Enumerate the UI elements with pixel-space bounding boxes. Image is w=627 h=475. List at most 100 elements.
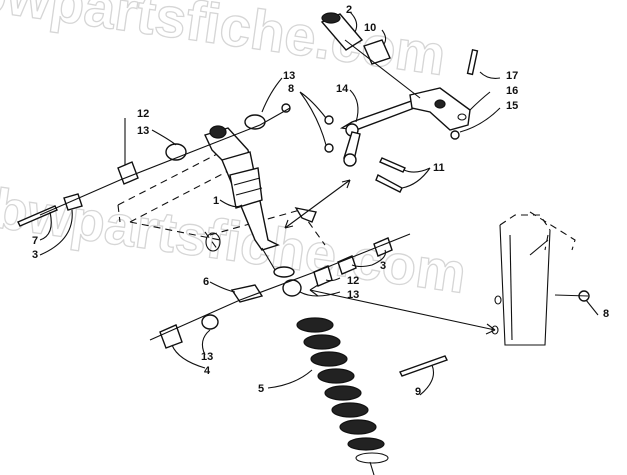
- shock-reservoir: [229, 167, 263, 209]
- leader-13-right: [299, 291, 341, 297]
- spring-seat: [355, 452, 389, 464]
- bolt-17: [466, 49, 479, 76]
- leader-6: [209, 281, 236, 293]
- callout-10: 10: [364, 22, 376, 34]
- bolt-7: [17, 205, 58, 227]
- spring-coil-6: [331, 402, 369, 418]
- callout-13-top: 13: [283, 70, 295, 82]
- frame-tube-opening: [205, 232, 221, 252]
- leader-4: [171, 344, 206, 369]
- handle-assembly: [320, 12, 391, 65]
- leader-15: [459, 107, 501, 133]
- frame-upper-rail: [117, 149, 226, 206]
- callout-7: 7: [32, 235, 38, 247]
- callout-11: 11: [433, 162, 445, 174]
- shock-lower-washer: [273, 266, 295, 278]
- spindle-top: [499, 214, 551, 231]
- centerline-handle: [344, 39, 421, 99]
- spring-coil-1: [296, 317, 334, 333]
- lever-plate: [409, 87, 471, 131]
- spring-coil-2: [303, 334, 341, 350]
- handle-sleeve: [363, 39, 391, 65]
- leader-8-top: [299, 91, 327, 146]
- callout-13-right: 13: [347, 289, 359, 301]
- spring-extension-line: [369, 461, 375, 475]
- callout-3-left: 3: [32, 249, 38, 261]
- arrow-line-spindle: [309, 289, 496, 331]
- leader-11: [401, 167, 431, 189]
- linkage: [339, 97, 427, 167]
- callout-2: 2: [346, 4, 352, 16]
- leader-3-left: [39, 209, 73, 256]
- callout-15: 15: [506, 100, 518, 112]
- sleeve-12-left: [117, 161, 139, 185]
- callout-17: 17: [506, 70, 518, 82]
- lever-hole: [457, 113, 467, 121]
- callouts: 1 2 3 3 4 5 6 7 8 8 9 10 11 12 12 13 13 …: [32, 4, 609, 398]
- leader-5: [267, 369, 313, 389]
- bushing-13-lower: [201, 314, 219, 330]
- centerline-upper-bolt: [39, 107, 291, 216]
- callout-16: 16: [506, 85, 518, 97]
- a-arm-frame: [117, 149, 326, 252]
- callout-12-left: 12: [137, 108, 149, 120]
- callout-5: 5: [258, 383, 264, 395]
- bolt-11-upper: [379, 157, 406, 173]
- frame-tube-end: [204, 231, 219, 251]
- leader-2: [349, 11, 358, 33]
- callout-13-lower: 13: [201, 351, 213, 363]
- leader-14: [349, 89, 359, 123]
- arrow-line-linkage: [284, 179, 351, 229]
- spring-coil-7: [339, 419, 377, 435]
- link-rod-lower-eye: [343, 153, 357, 167]
- spindle-hole-lower: [491, 325, 499, 335]
- arrowhead-right: [485, 323, 496, 335]
- leader-12-right: [325, 277, 341, 282]
- callout-9: 9: [415, 386, 421, 398]
- leader-16: [469, 91, 491, 111]
- centerline-nut-8: [554, 294, 589, 297]
- leader-3-right: [351, 249, 387, 268]
- leader-1: [219, 199, 243, 208]
- handle-end: [321, 12, 341, 24]
- leader-17: [479, 71, 501, 79]
- shock-body-bands: [233, 177, 263, 196]
- callout-8-right: 8: [603, 308, 609, 320]
- leader-13-top: [261, 77, 283, 113]
- bolt-9: [399, 355, 448, 377]
- callout-8-top: 8: [288, 83, 294, 95]
- callout-4: 4: [204, 365, 211, 377]
- frame-cross-brace: [209, 209, 326, 246]
- spring-coil-5: [324, 385, 362, 401]
- leader-7: [39, 211, 52, 241]
- spindle-body-line: [509, 234, 513, 341]
- leader-10: [381, 29, 387, 45]
- spindle-neck: [544, 234, 549, 251]
- callout-6: 6: [203, 276, 209, 288]
- lever-pivot: [434, 99, 446, 109]
- spindle-top-lead: [529, 239, 549, 256]
- spring-coil-4: [317, 368, 355, 384]
- leader-8-right: [585, 299, 599, 316]
- bolt-11-lower: [375, 174, 403, 193]
- frame-end: [117, 204, 121, 223]
- clip-6: [230, 284, 264, 303]
- arrowhead-left: [309, 284, 319, 297]
- spindle-body: [499, 224, 551, 346]
- nut-8-lower: [324, 143, 334, 153]
- callout-14: 14: [336, 83, 349, 95]
- nut-8-mid: [324, 115, 334, 125]
- spindle-housing: [491, 211, 576, 346]
- spring-coil-3: [310, 351, 348, 367]
- callout-12-right: 12: [347, 275, 359, 287]
- leader-lines: [39, 11, 599, 396]
- arrowhead-linkage-upper: [341, 179, 351, 189]
- callout-13-left: 13: [137, 125, 149, 137]
- shock-absorber: [204, 125, 302, 297]
- coil-spring: [296, 317, 389, 475]
- bushing-4: [159, 324, 183, 349]
- spring-coil-8: [347, 437, 385, 451]
- shock-top-bushing: [209, 125, 227, 139]
